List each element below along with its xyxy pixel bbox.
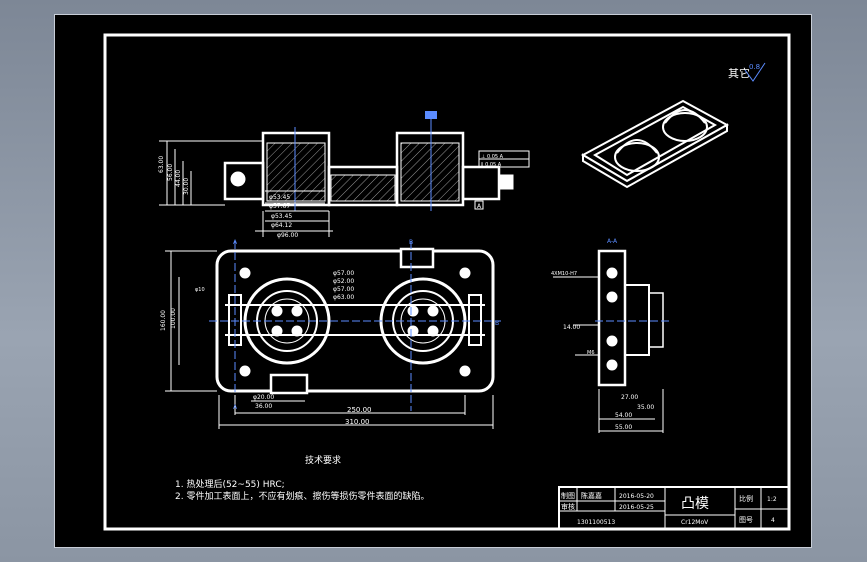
tb-check-date: 2016-05-25 <box>619 504 654 511</box>
surface-finish-label: 其它 <box>728 66 750 80</box>
dim-160: 160.00 <box>160 310 167 331</box>
dim-36: 36.00 <box>255 403 272 410</box>
dim-phi5767: φ57.67 <box>269 203 290 210</box>
top-view-labels: 160.00 100.00 φ10 φ57.00 φ52.00 φ57.00 φ… <box>160 239 499 426</box>
tb-part-name: 凸模 <box>681 496 709 512</box>
dim-250: 250.00 <box>347 406 372 414</box>
surface-finish-note: 其它 0.8 <box>728 62 766 82</box>
dim-m6: M6 <box>587 350 595 356</box>
tb-drawing-no: 1301100513 <box>577 519 615 526</box>
title-block-text: 制图 陈嘉嘉 2016-05-20 审核 2016-05-25 凸模 Cr12M… <box>561 491 777 526</box>
dim-63: 63.00 <box>158 156 165 173</box>
surface-finish-value: 0.8 <box>749 63 760 71</box>
dim-circle-63: φ63.00 <box>333 294 354 301</box>
datum-a: A <box>477 203 482 210</box>
dim-circle-57a: φ57.00 <box>333 270 354 277</box>
tolerance-perp: ⊥ 0.05 A <box>481 154 504 160</box>
dim-310: 310.00 <box>345 418 370 426</box>
drawing-canvas: 其它 0.8 63.00 56.00 <box>103 33 791 531</box>
dim-phi96: φ96.00 <box>277 232 298 239</box>
dim-4xm10: 4XM10-H7 <box>551 271 577 277</box>
section-label-b2: B <box>495 320 499 327</box>
front-view <box>159 111 530 237</box>
tb-check-label: 审核 <box>561 502 575 511</box>
tb-drawn-date: 2016-05-20 <box>619 493 654 500</box>
dim-phi6412: φ64.12 <box>271 222 292 229</box>
tb-drawn-label: 制图 <box>561 491 575 500</box>
title-block <box>558 486 790 530</box>
dim-100: 100.00 <box>170 308 177 329</box>
dim-54: 54.00 <box>615 412 632 419</box>
drawing-frame <box>103 33 791 531</box>
dim-27: 27.00 <box>621 394 638 401</box>
section-label-a1: A <box>233 239 238 246</box>
dim-phi10: φ10 <box>195 287 205 293</box>
tech-req-title: 技术要求 <box>305 456 342 466</box>
side-view-labels: A-A 4XM10-H7 14.00 M6 27.00 35.00 54.00 … <box>551 238 654 431</box>
dim-55: 55.00 <box>615 424 632 431</box>
top-view <box>165 241 501 429</box>
tb-material: Cr12MoV <box>681 519 709 526</box>
dim-phi20: φ20.00 <box>253 394 274 401</box>
section-label-b1: B <box>409 239 413 246</box>
tech-req-item-2: 2. 零件加工表面上，不应有划痕、擦伤等损伤零件表面的缺陷。 <box>175 492 430 502</box>
front-view-labels: 63.00 56.00 44.00 30.00 φ53.45 φ57.67 φ5… <box>158 114 504 239</box>
tb-scale-value: 1:2 <box>767 496 777 503</box>
section-label-a2: A <box>233 404 238 411</box>
cad-viewport[interactable]: 其它 0.8 63.00 56.00 <box>54 14 812 548</box>
dim-circle-57b: φ57.00 <box>333 286 354 293</box>
dim-phi5345-a: φ53.45 <box>269 194 290 201</box>
isometric-view <box>580 99 730 189</box>
dim-30: 30.00 <box>183 178 190 195</box>
side-view <box>553 249 671 433</box>
dim-phi5345-b: φ53.45 <box>271 213 292 220</box>
tb-sheet-value: 4 <box>771 517 775 524</box>
surface-finish-top: 6.4 <box>425 114 435 121</box>
tech-req-item-1: 1. 热处理后(52~55) HRC; <box>175 480 285 490</box>
tb-drawn-name: 陈嘉嘉 <box>581 491 602 500</box>
dim-44: 44.00 <box>175 170 182 187</box>
tb-sheet-label: 图号 <box>739 516 753 524</box>
tolerance-parallel: ∥ 0.05 A <box>481 162 502 168</box>
dim-35: 35.00 <box>637 404 654 411</box>
dim-circle-52: φ52.00 <box>333 278 354 285</box>
dim-56: 56.00 <box>167 164 174 181</box>
tb-scale-label: 比例 <box>739 494 753 503</box>
section-a-a: A-A <box>607 238 618 245</box>
dim-14: 14.00 <box>563 324 580 331</box>
